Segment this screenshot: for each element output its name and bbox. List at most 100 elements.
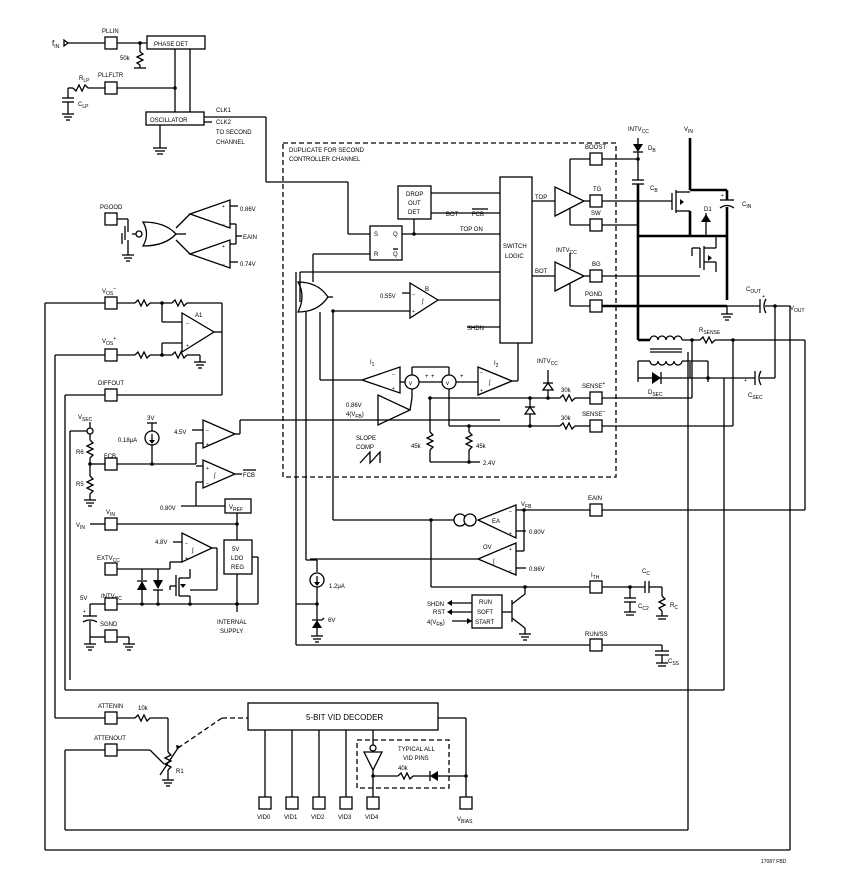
phase-det-block: [146, 35, 206, 50]
pllfltr-pin[interactable]: [104, 81, 118, 95]
svg-text:+: +: [480, 388, 483, 394]
vin-pin[interactable]: [104, 517, 118, 531]
diffout-pin[interactable]: [104, 388, 118, 402]
vid4-pin[interactable]: [366, 796, 380, 810]
vos-minus-pin[interactable]: [104, 296, 118, 310]
tg-pin[interactable]: [589, 194, 603, 208]
i12-label: 1.2μA: [329, 584, 345, 590]
v080-ref-label: 0.80V: [160, 506, 176, 512]
vref-block: [224, 498, 252, 514]
boost-pin[interactable]: [589, 152, 603, 166]
clk2-label-2: TO SECOND: [216, 130, 252, 136]
svg-text:+: +: [721, 193, 724, 199]
pgood-pin[interactable]: [104, 212, 118, 226]
vbias-pin[interactable]: [459, 796, 473, 810]
v48-label: 4.8V: [155, 540, 167, 546]
sgnd-pin[interactable]: [104, 629, 118, 643]
bot-driver: [554, 260, 586, 293]
clk1-label: CLK1: [216, 108, 232, 114]
svg-text:v: v: [409, 381, 412, 387]
svg-text:–: –: [206, 481, 209, 487]
vin-left-label: VIN: [76, 523, 85, 531]
vid1-pin[interactable]: [285, 796, 299, 810]
i2-summer: [441, 374, 457, 390]
vid2-label: VID2: [311, 815, 325, 821]
v4vfb2-label: 4(VFB): [427, 620, 445, 628]
duplicate-channel-region: [282, 142, 617, 478]
extvcc-pin[interactable]: [104, 562, 118, 576]
runss-pin[interactable]: [589, 638, 603, 652]
eain-pin[interactable]: [589, 503, 603, 517]
intvcc-mid-label: INTVCC: [537, 359, 558, 367]
sense-minus-pin[interactable]: [589, 419, 603, 433]
bg-pin[interactable]: [589, 269, 603, 283]
extvcc-label: EXTVCC: [97, 556, 120, 564]
vid-decoder-block: [247, 702, 439, 731]
intvcc-left-label: INTVCC: [101, 594, 122, 602]
vsec-label: VSEC: [78, 415, 93, 423]
svg-text:∫: ∫: [213, 472, 216, 479]
shdn-label: SHDN: [467, 326, 484, 332]
pgood-086-label: 0.86V: [240, 207, 256, 213]
oscillator-label: OSCILLATOR: [150, 118, 188, 124]
r45k-a-label: 45k: [411, 444, 422, 450]
svg-text:∫: ∫: [421, 298, 424, 305]
internal-supply-2: SUPPLY: [220, 629, 243, 635]
r6-label: R6: [76, 450, 84, 456]
i1-summer: [404, 374, 420, 390]
pgnd-pin[interactable]: [589, 299, 603, 313]
css-label: CSS: [668, 659, 680, 667]
runss-label: RUN/SS: [585, 632, 608, 638]
sense-plus-pin[interactable]: [589, 391, 603, 405]
attenin-pin[interactable]: [104, 711, 118, 725]
ea-label: EA: [492, 519, 500, 525]
d1-label: D1: [704, 207, 712, 213]
v086-ov-label: 0.86V: [529, 567, 545, 573]
duplicate-label-2: CONTROLLER CHANNEL: [289, 157, 361, 163]
pgood-section: PGOOD + – + – 0.86V EAIN 0.74V: [100, 199, 257, 269]
drop-label-3: DET: [408, 210, 420, 216]
svg-text:–: –: [206, 428, 209, 434]
vid0-label: VID0: [257, 815, 271, 821]
typical-label-1: TYPICAL ALL: [398, 747, 435, 753]
svg-text:+: +: [431, 374, 435, 380]
vfb-label: VFB: [521, 502, 532, 510]
ea-amplifier: [476, 504, 517, 540]
svg-text:–: –: [186, 321, 189, 327]
ldo-label-3: REG: [231, 565, 244, 571]
power-stage: INTVCC DB CB VIN D1: [602, 127, 805, 427]
b-comparator: [409, 281, 440, 320]
vid3-pin[interactable]: [339, 796, 353, 810]
drop-label-1: DROP: [406, 192, 423, 198]
r5-label: R5: [76, 482, 84, 488]
fcb-section: VSEC R6 R5 FCB 3V 0.18μA 4.5V – +: [69, 415, 500, 680]
sw-pin[interactable]: [589, 218, 603, 232]
vos-plus-pin[interactable]: [104, 348, 118, 362]
vin-label-top: VIN: [106, 510, 115, 518]
vsec-terminal[interactable]: [86, 427, 94, 435]
ov-comparator: [476, 542, 517, 576]
vbias-label: VBIAS: [457, 817, 473, 825]
attenout-pin[interactable]: [104, 743, 118, 757]
ov-label: OV: [483, 545, 492, 551]
i2-comparator: [477, 366, 514, 396]
svg-text:+: +: [185, 556, 188, 562]
vid2-pin[interactable]: [312, 796, 326, 810]
drop-out-det-block: [397, 185, 432, 220]
vid0-pin[interactable]: [258, 796, 272, 810]
intvcc-pin[interactable]: [104, 597, 118, 611]
svg-text:–: –: [412, 292, 415, 298]
ith-pin[interactable]: [589, 580, 603, 594]
pllin-pin[interactable]: [104, 36, 118, 50]
pgood-comp-upper: [188, 199, 231, 229]
b-label: B: [425, 287, 429, 293]
svg-text:+: +: [206, 466, 209, 472]
sr-latch: [369, 225, 403, 261]
fcb-pin[interactable]: [104, 457, 118, 471]
svg-text:+: +: [392, 386, 395, 392]
run-label-1: RUN: [479, 600, 492, 606]
rsense-label: RSENSE: [699, 328, 721, 336]
svg-text:–: –: [480, 370, 483, 376]
r30k-b-label: 30k: [561, 416, 572, 422]
rst-out-label: RST: [433, 610, 445, 616]
